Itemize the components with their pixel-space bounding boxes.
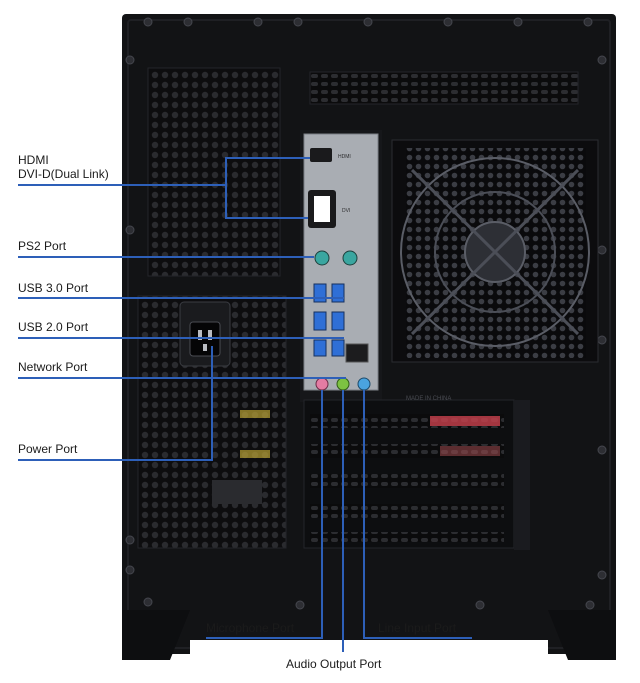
ps2-port-left bbox=[314, 250, 330, 266]
top-left-vent bbox=[147, 67, 281, 277]
label-usb3: USB 3.0 Port bbox=[18, 281, 89, 295]
made-in-china-mark: MADE IN CHINA bbox=[406, 396, 451, 402]
label-dvi: DVI-D(Dual Link) bbox=[18, 167, 109, 181]
callout-line-dvi bbox=[225, 185, 308, 219]
ps2-port-right bbox=[342, 250, 358, 266]
label-usb2: USB 2.0 Port bbox=[18, 320, 89, 334]
usb3-port-1 bbox=[313, 283, 327, 303]
audio-pink-jack bbox=[315, 377, 329, 391]
callout-line-power bbox=[18, 346, 213, 461]
audio-green-jack bbox=[336, 377, 350, 391]
label-audio-output: Audio Output Port bbox=[286, 657, 382, 671]
network-port bbox=[345, 343, 369, 363]
usb2-port-2 bbox=[331, 311, 345, 331]
top-vent bbox=[309, 71, 579, 105]
label-ps2: PS2 Port bbox=[18, 239, 67, 253]
usb3-port-2 bbox=[331, 283, 345, 303]
expansion-slots: MADE IN CHINA bbox=[303, 396, 530, 550]
usb2-port-1 bbox=[313, 311, 327, 331]
rear-fan bbox=[391, 139, 599, 363]
label-hdmi: HDMI bbox=[18, 153, 49, 167]
label-power: Power Port bbox=[18, 442, 78, 456]
io-shield: HDMI DVI bbox=[300, 130, 382, 402]
callout-line-line-input bbox=[363, 390, 472, 639]
callout-line-microphone bbox=[206, 390, 323, 639]
dvi-mark: DVI bbox=[342, 208, 350, 214]
hdmi-mark: HDMI bbox=[338, 154, 351, 160]
screws bbox=[125, 17, 607, 610]
label-microphone: Microphone Port bbox=[206, 621, 295, 635]
audio-blue-jack bbox=[357, 377, 371, 391]
callout-lines bbox=[18, 157, 472, 652]
hdmi-port bbox=[310, 148, 332, 162]
callout-line-hdmi bbox=[18, 157, 310, 186]
label-line-input: Line Input Port bbox=[378, 621, 457, 635]
label-network: Network Port bbox=[18, 360, 88, 374]
